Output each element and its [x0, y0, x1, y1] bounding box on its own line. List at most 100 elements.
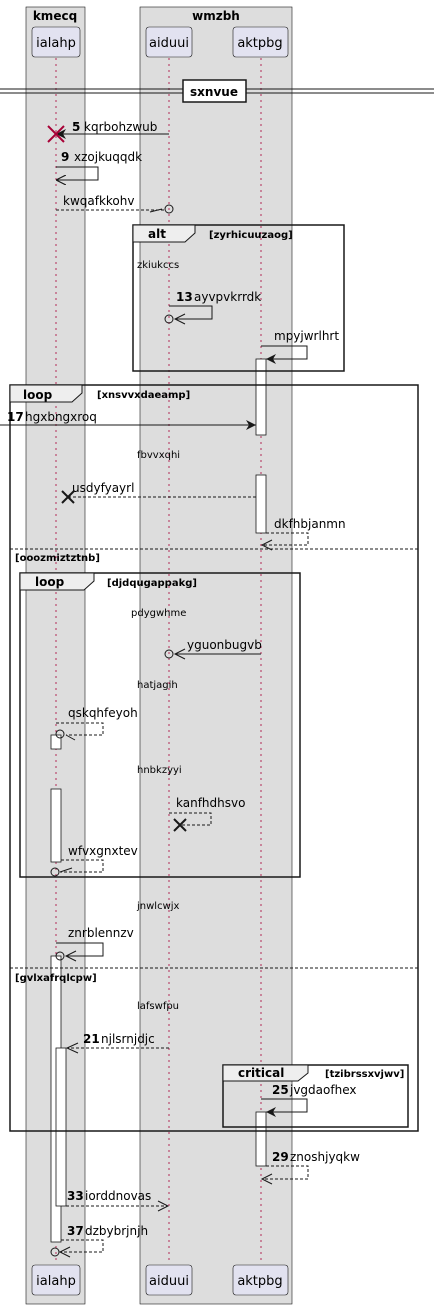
frame-loop-outer: loop [xnsvvxdaeamp] [ooozmiztztnb] [gvlx…: [9, 384, 419, 1132]
message-5[interactable]: 5 kqrbohzwub: [47, 120, 169, 143]
message-label: wfvxgnxtev: [68, 844, 138, 858]
note: lafswfpu: [137, 1001, 179, 1012]
message-yguonbugvb[interactable]: yguonbugvb: [164, 638, 262, 660]
circle-endpoint-icon: [50, 1247, 60, 1257]
circle-endpoint-icon: [164, 314, 174, 324]
message-number: 37: [67, 1224, 84, 1238]
message-wfvxgnxtev[interactable]: wfvxgnxtev: [50, 844, 138, 877]
message-number: 13: [176, 290, 193, 304]
message-kwqafkkohv[interactable]: kwqafkkohv: [56, 194, 174, 214]
activation-bar: [50, 788, 62, 863]
message-label: iorddnovas: [85, 1189, 151, 1203]
destroy-icon: [47, 125, 65, 143]
message-usdyfyayrl[interactable]: usdyfyayrl: [61, 481, 256, 504]
message-label: kqrbohzwub: [84, 120, 157, 134]
destroy-icon: [173, 818, 187, 832]
circle-endpoint-icon: [50, 867, 60, 877]
note: zkiukccs: [137, 260, 179, 271]
message-label: njlsrnjdjc: [101, 1032, 155, 1046]
circle-endpoint-icon: [55, 951, 65, 961]
note: fbvvxqhi: [137, 450, 180, 461]
participant-ialahp-bottom[interactable]: ialahp: [31, 1264, 81, 1296]
frame-condition: [xnsvvxdaeamp]: [97, 390, 190, 401]
message-label: jvgdaofhex: [289, 1083, 356, 1097]
message-label: znrblennzv: [68, 926, 134, 940]
frame-loop-inner: loop [djdqugappakg]: [19, 572, 301, 878]
circle-endpoint-icon: [164, 204, 174, 214]
destroy-icon: [61, 490, 75, 504]
frame-alt: alt [zyrhicuuzaog]: [132, 224, 345, 372]
participant-label: aktpbg: [237, 36, 282, 51]
activation-bar: [255, 358, 267, 436]
circle-endpoint-icon: [55, 729, 65, 739]
message-label: hgxbngxroq: [25, 410, 97, 424]
note: hnbkzyyi: [137, 765, 182, 776]
notes: zkiukccs fbvvxqhi pdygwhme hatjagih hnbk…: [131, 260, 186, 1012]
message-21[interactable]: 21 njlsrnjdjc: [65, 1032, 169, 1054]
frame-else-label: [gvlxafrqlcpw]: [15, 973, 97, 984]
message-kanfhdhsvo[interactable]: kanfhdhsvo: [169, 796, 245, 832]
activations: [50, 358, 267, 1243]
circle-endpoint-icon: [164, 649, 174, 659]
frame-keyword: loop: [23, 388, 53, 402]
message-label: xzojkuqqdk: [74, 150, 142, 164]
activation-bar: [55, 1047, 67, 1207]
message-label: kwqafkkohv: [63, 194, 134, 208]
message-dkfhbjanmn[interactable]: dkfhbjanmn: [260, 517, 346, 551]
box-wmzbh: wmzbh: [139, 6, 293, 1305]
message-17[interactable]: 17 hgxbngxroq: [0, 410, 256, 430]
message-number: 5: [72, 120, 80, 134]
message-label: dkfhbjanmn: [274, 517, 346, 531]
participant-label: ialahp: [36, 36, 76, 51]
note: pdygwhme: [131, 608, 186, 619]
message-number: 9: [61, 150, 69, 164]
message-qskqhfeyoh[interactable]: qskqhfeyoh: [55, 706, 138, 741]
message-13[interactable]: 13 ayvpvkrrdk: [164, 290, 261, 325]
frame-critical: critical [tzibrssxvjwv]: [222, 1064, 409, 1128]
message-37[interactable]: 37 dzbybrjnjh: [50, 1224, 148, 1258]
message-number: 33: [67, 1189, 84, 1203]
message-label: znoshjyqkw: [290, 1150, 360, 1164]
frame-condition: [djdqugappakg]: [107, 578, 197, 589]
message-33[interactable]: 33 iorddnovas: [66, 1189, 170, 1212]
message-25[interactable]: 25 jvgdaofhex: [261, 1083, 356, 1117]
activation-bar: [255, 1111, 267, 1167]
note: jnwlcwjx: [136, 901, 180, 912]
frame-keyword: loop: [35, 575, 65, 589]
frame-keyword: alt: [148, 227, 166, 241]
message-label: kanfhdhsvo: [176, 796, 245, 810]
activation-bar: [255, 474, 267, 534]
participant-aktpbg-bottom[interactable]: aktpbg: [232, 1264, 289, 1296]
note: hatjagih: [137, 680, 178, 691]
message-label: qskqhfeyoh: [68, 706, 138, 720]
participant-label: aiduui: [149, 1274, 189, 1289]
frame-condition: [tzibrssxvjwv]: [325, 1069, 404, 1080]
box-title: kmecq: [33, 9, 77, 23]
message-label: ayvpvkrrdk: [194, 290, 261, 304]
frame-condition: [zyrhicuuzaog]: [209, 230, 293, 241]
participant-ialahp-top[interactable]: ialahp: [31, 26, 81, 58]
message-29[interactable]: 29 znoshjyqkw: [260, 1150, 360, 1185]
frame-keyword: critical: [238, 1066, 284, 1080]
participant-aiduui-top[interactable]: aiduui: [145, 26, 193, 58]
participant-label: ialahp: [36, 1274, 76, 1289]
participant-aiduui-bottom[interactable]: aiduui: [145, 1264, 193, 1296]
message-znrblennzv[interactable]: znrblennzv: [55, 926, 134, 962]
participant-aktpbg-top[interactable]: aktpbg: [232, 26, 289, 58]
message-label: usdyfyayrl: [72, 481, 134, 495]
message-mpyjwrlhrt[interactable]: mpyjwrlhrt: [261, 329, 339, 364]
activation-bar: [50, 734, 62, 750]
divider-sxnvue: sxnvue: [0, 79, 434, 103]
participant-label: aktpbg: [237, 1274, 282, 1289]
message-label: mpyjwrlhrt: [274, 329, 339, 343]
divider-label: sxnvue: [190, 85, 238, 99]
message-label: yguonbugvb: [187, 638, 262, 652]
message-label: dzbybrjnjh: [85, 1224, 148, 1238]
message-number: 29: [272, 1150, 289, 1164]
frame-else-label: [ooozmiztztnb]: [15, 553, 100, 564]
message-number: 17: [7, 410, 24, 424]
message-number: 25: [272, 1083, 289, 1097]
message-9[interactable]: 9 xzojkuqqdk: [56, 150, 142, 180]
box-title: wmzbh: [192, 9, 240, 23]
